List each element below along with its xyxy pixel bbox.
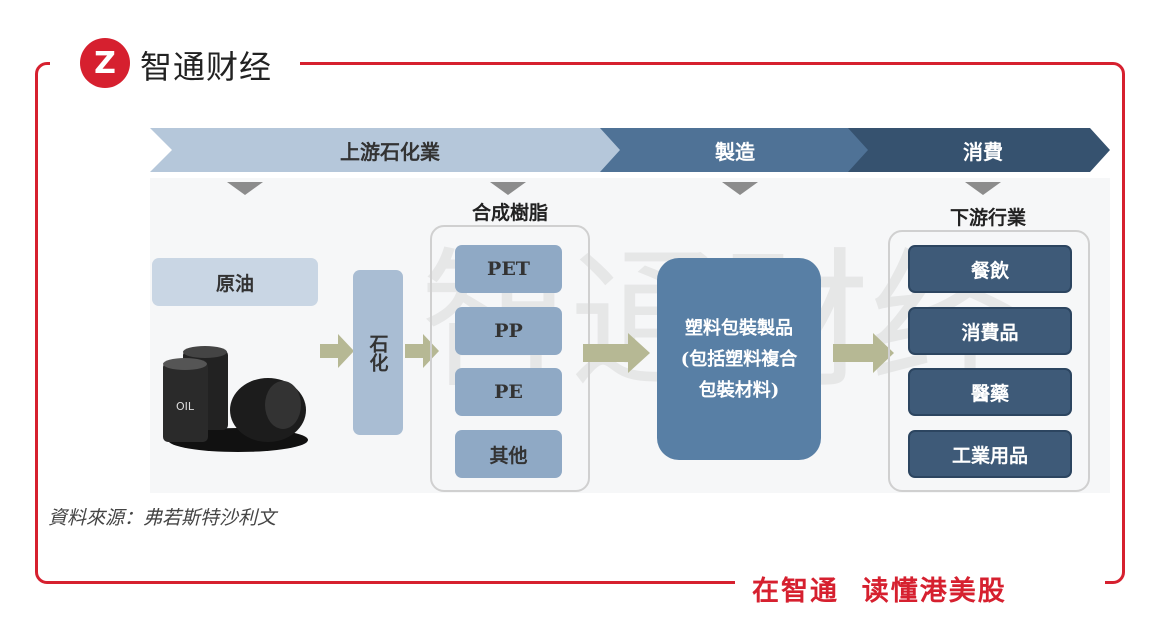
arrow-right-icon bbox=[583, 333, 650, 373]
petrochem-box: 石化 bbox=[353, 270, 403, 435]
oil-barrels-icon: OIL bbox=[163, 346, 308, 452]
resin-item: 其他 bbox=[455, 430, 562, 478]
frame-border bbox=[35, 62, 1125, 584]
slogan: 在智通 读懂港美股 bbox=[752, 576, 1007, 607]
stage-consumption-shape bbox=[848, 128, 1110, 172]
stage-manufacturing-shape bbox=[600, 128, 870, 172]
downstream-item: 消費品 bbox=[908, 307, 1072, 355]
brand-name: 智通财经 bbox=[140, 48, 273, 86]
resin-item: PET bbox=[455, 245, 562, 293]
downstream-group bbox=[888, 230, 1090, 492]
downstream-item: 醫藥 bbox=[908, 368, 1072, 416]
plastic-packaging-box: 塑料包裝製品 (包括塑料複合 包裝材料) bbox=[657, 258, 821, 460]
frame-gap-bottom bbox=[735, 570, 1105, 595]
downstream-item: 工業用品 bbox=[908, 430, 1072, 478]
triangle-down-icon bbox=[722, 182, 758, 195]
arrow-right-icon bbox=[320, 334, 354, 368]
arrow-right-icon bbox=[833, 333, 894, 373]
crude-oil-box: 原油 bbox=[152, 258, 318, 306]
stage-banner bbox=[150, 128, 1110, 172]
resin-item: PE bbox=[455, 368, 562, 416]
stage-upstream-shape bbox=[150, 128, 632, 172]
logo-icon: Z bbox=[80, 38, 130, 88]
source-note: 資料來源：弗若斯特沙利文 bbox=[48, 507, 277, 529]
triangle-down-icon bbox=[490, 182, 526, 195]
downstream-item: 餐飲 bbox=[908, 245, 1072, 293]
product-line: 塑料包裝製品 bbox=[685, 317, 793, 339]
stage-upstream: 上游石化業 bbox=[340, 139, 440, 164]
stage-consumption: 消費 bbox=[963, 139, 1003, 164]
downstream-title: 下游行業 bbox=[949, 207, 1026, 229]
triangle-down-icon bbox=[965, 182, 1001, 195]
stage-manufacturing: 製造 bbox=[715, 139, 755, 164]
product-line: (包括塑料複合 bbox=[680, 348, 798, 370]
resin-item: PP bbox=[455, 307, 562, 355]
triangle-down-icon bbox=[227, 182, 263, 195]
product-line: 包裝材料) bbox=[698, 379, 780, 401]
resin-title: 合成樹脂 bbox=[471, 202, 548, 224]
svg-text:OIL: OIL bbox=[176, 400, 195, 413]
